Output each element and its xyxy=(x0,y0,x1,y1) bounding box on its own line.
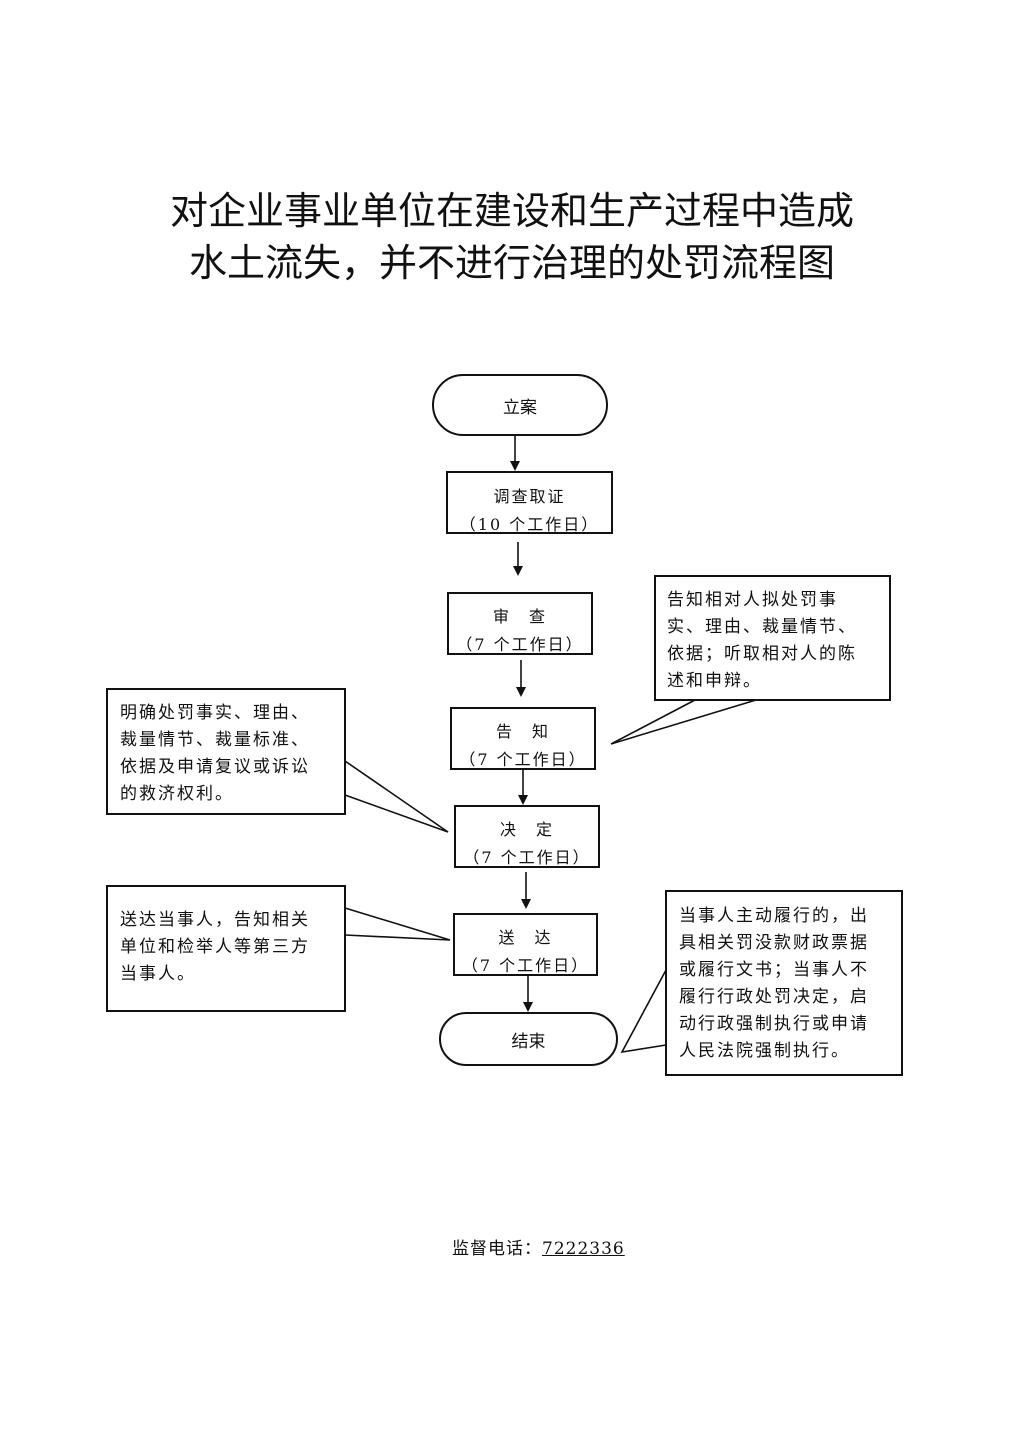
step-decide: 决 定 （7 个工作日） xyxy=(454,805,600,868)
step-inform-duration: （7 个工作日） xyxy=(459,750,587,769)
note-decide: 明确处罚事实、理由、 裁量情节、裁量标准、 依据及申请复议或诉讼 的救济权利。 xyxy=(106,688,346,815)
note-inform-line: 实、理由、裁量情节、 xyxy=(667,617,857,637)
note-decide-line: 明确处罚事实、理由、 xyxy=(120,703,310,723)
flow-end-label: 结束 xyxy=(511,1031,546,1052)
note-inform: 告知相对人拟处罚事 实、理由、裁量情节、 依据；听取相对人的陈 述和申辩。 xyxy=(654,575,891,701)
note-end-line: 动行政强制执行或申请 xyxy=(679,1014,869,1034)
note-deliver-line: 送达当事人，告知相关 xyxy=(120,910,310,930)
hotline-label: 监督电话： xyxy=(452,1239,542,1259)
step-inform-label: 告 知 xyxy=(495,722,550,741)
note-decide-line: 的救济权利。 xyxy=(120,784,234,804)
callout-tail-end xyxy=(620,969,667,1054)
step-review: 审 查 （7 个工作日） xyxy=(447,592,593,655)
note-deliver: 送达当事人，告知相关 单位和检举人等第三方 当事人。 xyxy=(106,885,346,1012)
step-inform: 告 知 （7 个工作日） xyxy=(450,707,596,770)
note-inform-line: 依据；听取相对人的陈 xyxy=(667,644,857,664)
step-investigate-label: 调查取证 xyxy=(493,487,566,506)
note-end-line: 具相关罚没款财政票据 xyxy=(679,933,869,953)
note-deliver-line: 单位和检举人等第三方 xyxy=(120,937,310,957)
step-investigate-duration: （10 个工作日） xyxy=(459,515,600,534)
step-deliver: 送 达 （7 个工作日） xyxy=(453,913,598,976)
note-inform-line: 告知相对人拟处罚事 xyxy=(667,590,838,610)
note-end: 当事人主动履行的，出 具相关罚没款财政票据 或履行文书；当事人不 履行行政处罚决… xyxy=(665,890,903,1076)
callout-tail-deliver xyxy=(344,907,451,941)
step-deliver-duration: （7 个工作日） xyxy=(461,956,590,975)
note-decide-line: 裁量情节、裁量标准、 xyxy=(120,730,310,750)
note-end-line: 当事人主动履行的，出 xyxy=(679,906,869,926)
callout-tail-inform xyxy=(610,699,757,745)
note-inform-line: 述和申辩。 xyxy=(667,671,762,691)
step-review-duration: （7 个工作日） xyxy=(456,635,584,654)
supervision-hotline: 监督电话：7222336 xyxy=(452,1234,625,1259)
hotline-number: 7222336 xyxy=(542,1239,625,1259)
page-title-line-1: 对企业事业单位在建设和生产过程中造成 xyxy=(169,189,854,233)
note-deliver-line: 当事人。 xyxy=(120,964,196,984)
note-end-line: 履行行政处罚决定，启 xyxy=(679,987,869,1007)
note-decide-line: 依据及申请复议或诉讼 xyxy=(120,757,310,777)
note-end-line: 人民法院强制执行。 xyxy=(679,1041,850,1061)
note-end-line: 或履行文书；当事人不 xyxy=(679,960,869,980)
step-deliver-label: 送 达 xyxy=(498,928,553,947)
step-decide-label: 决 定 xyxy=(499,820,554,839)
flow-start-node: 立案 xyxy=(432,374,608,436)
step-review-label: 审 查 xyxy=(492,607,547,626)
callout-tail-decide xyxy=(344,760,449,833)
step-investigate: 调查取证 （10 个工作日） xyxy=(446,471,613,534)
step-decide-duration: （7 个工作日） xyxy=(463,848,591,867)
flow-start-label: 立案 xyxy=(503,397,537,418)
page-title-line-2: 水土流失，并不进行治理的处罚流程图 xyxy=(188,241,835,285)
flow-end-node: 结束 xyxy=(439,1012,618,1066)
